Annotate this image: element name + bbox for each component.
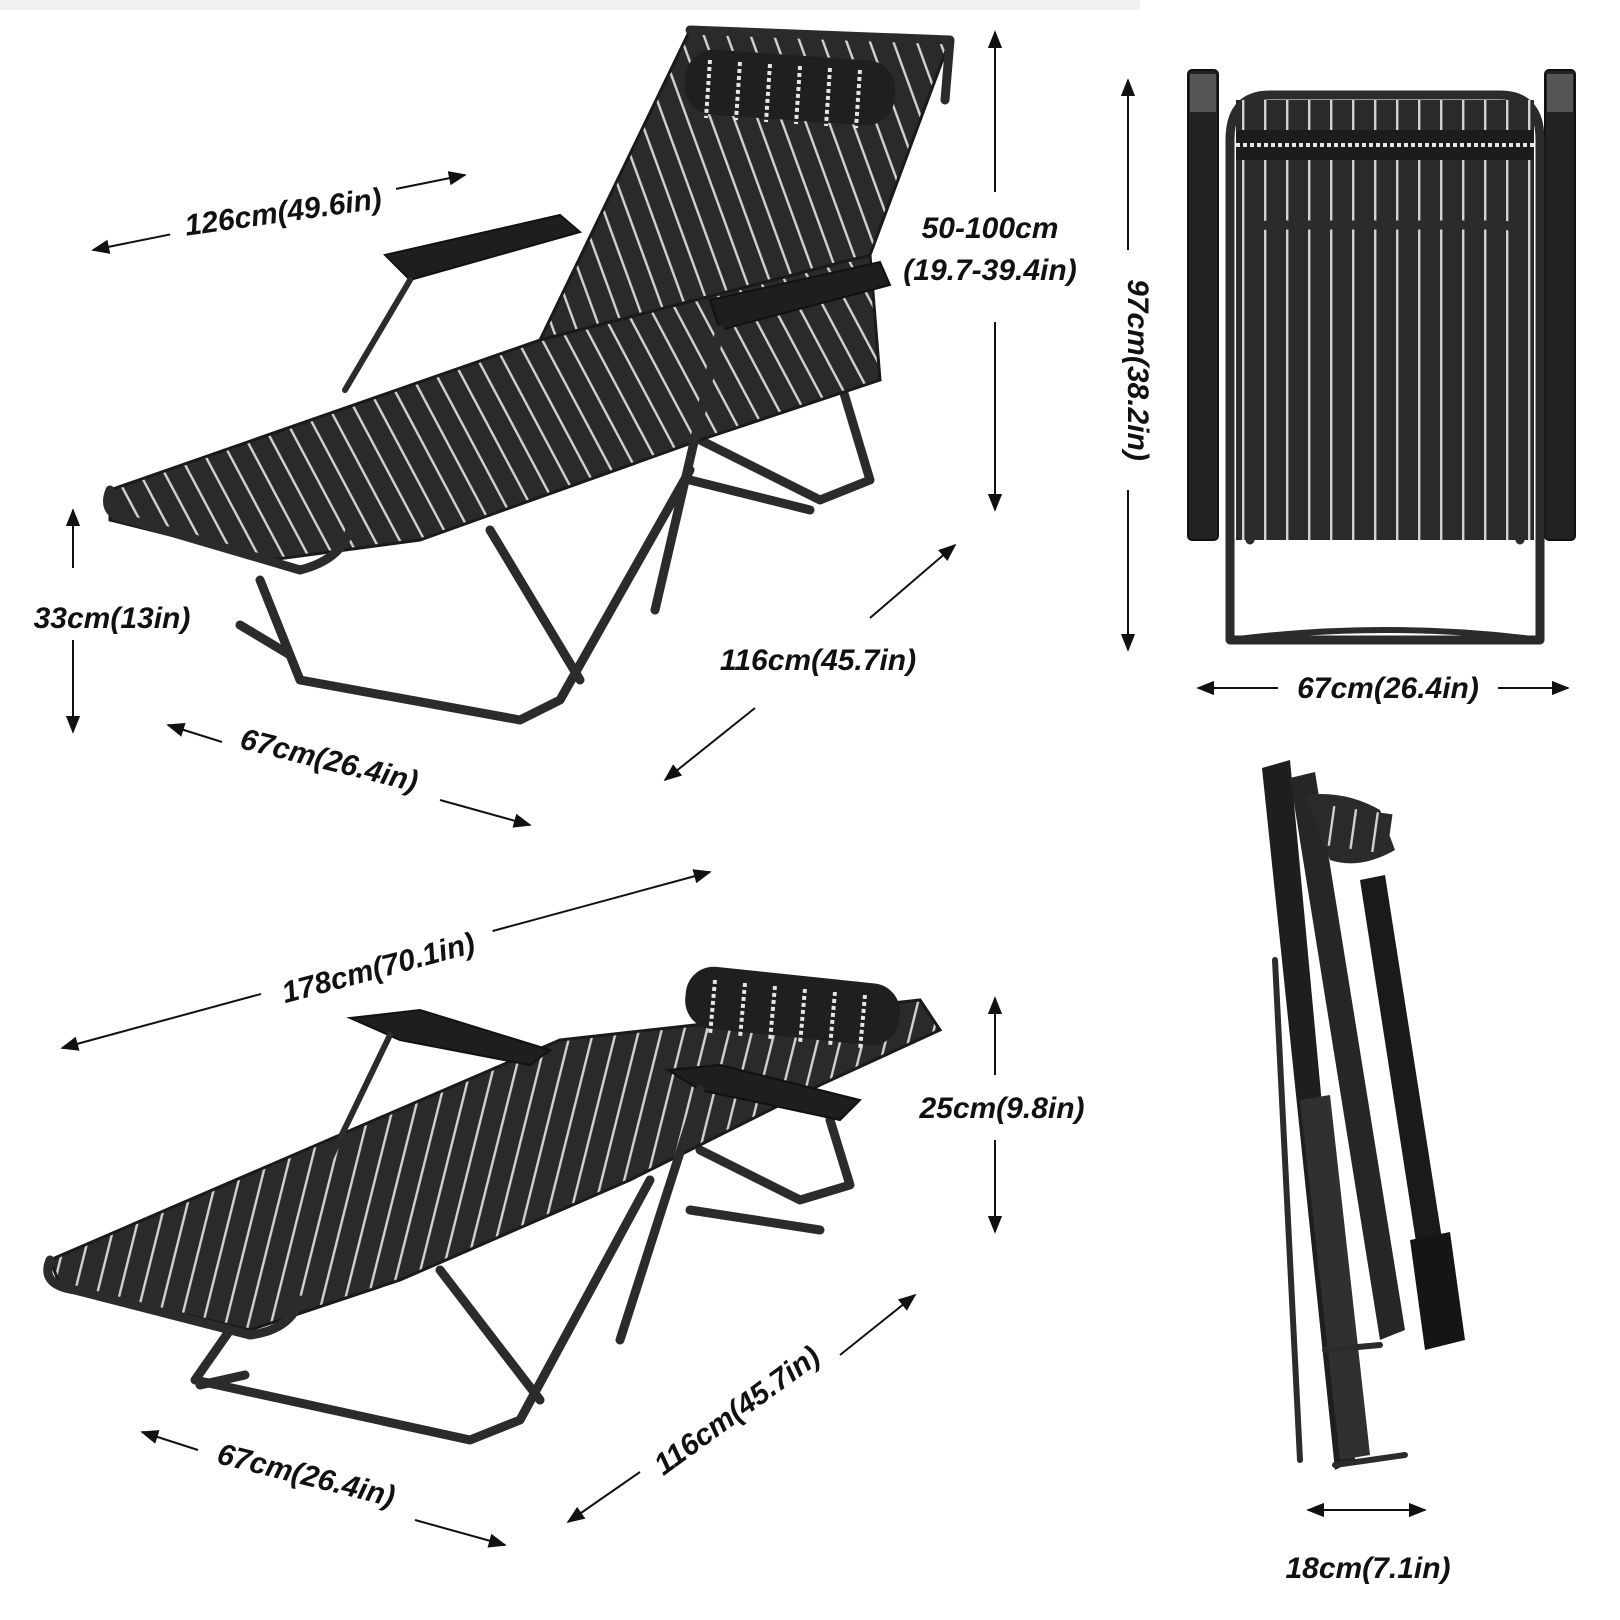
seat-height-label: 33cm(13in) (34, 602, 191, 635)
top-length-dimension: 126cm(49.6in) (91, 171, 467, 254)
folded-thickness-label: 18cm(7.1in) (1285, 1552, 1450, 1585)
front-width-label: 67cm(26.4in) (1297, 672, 1479, 705)
front-view-fabric (1236, 100, 1534, 540)
front-width-dimension: 67cm(26.4in) (1196, 672, 1570, 705)
flat-width-dimension: 67cm(26.4in) (140, 1430, 507, 1548)
top-edge-band (0, 0, 1140, 10)
backrest-height-dimension: 50-100cm (19.7-39.4in) (903, 30, 1077, 512)
folded-chair-illustration (1262, 760, 1465, 1470)
seat-height-dimension: 33cm(13in) (34, 508, 191, 734)
top-depth-dimension: 116cm(45.7in) (663, 543, 957, 782)
top-depth-label: 116cm(45.7in) (720, 644, 916, 677)
top-width-dimension: 67cm(26.4in) (166, 723, 532, 828)
reclined-headrest-pillow (684, 49, 896, 129)
flat-depth-label: 116cm(45.7in) (648, 1340, 826, 1482)
front-height-dimension: 97cm(38.2in) (1108, 78, 1154, 652)
folded-thickness-dimension: 18cm(7.1in) (1285, 1502, 1451, 1585)
front-view-chair-illustration (1187, 69, 1576, 645)
flat-headrest-pillow (685, 966, 900, 1051)
backrest-height-label-1: 50-100cm (922, 212, 1059, 245)
backrest-height-label-2: (19.7-39.4in) (903, 254, 1076, 287)
flat-chair-illustration (43, 966, 943, 1445)
flat-width-label: 67cm(26.4in) (214, 1438, 398, 1514)
flat-height-dimension: 25cm(9.8in) (918, 996, 1085, 1234)
flat-height-label: 25cm(9.8in) (918, 1092, 1084, 1125)
front-height-label: 97cm(38.2in) (1121, 279, 1154, 461)
reclined-chair-illustration (103, 25, 955, 725)
top-width-label: 67cm(26.4in) (237, 723, 421, 799)
